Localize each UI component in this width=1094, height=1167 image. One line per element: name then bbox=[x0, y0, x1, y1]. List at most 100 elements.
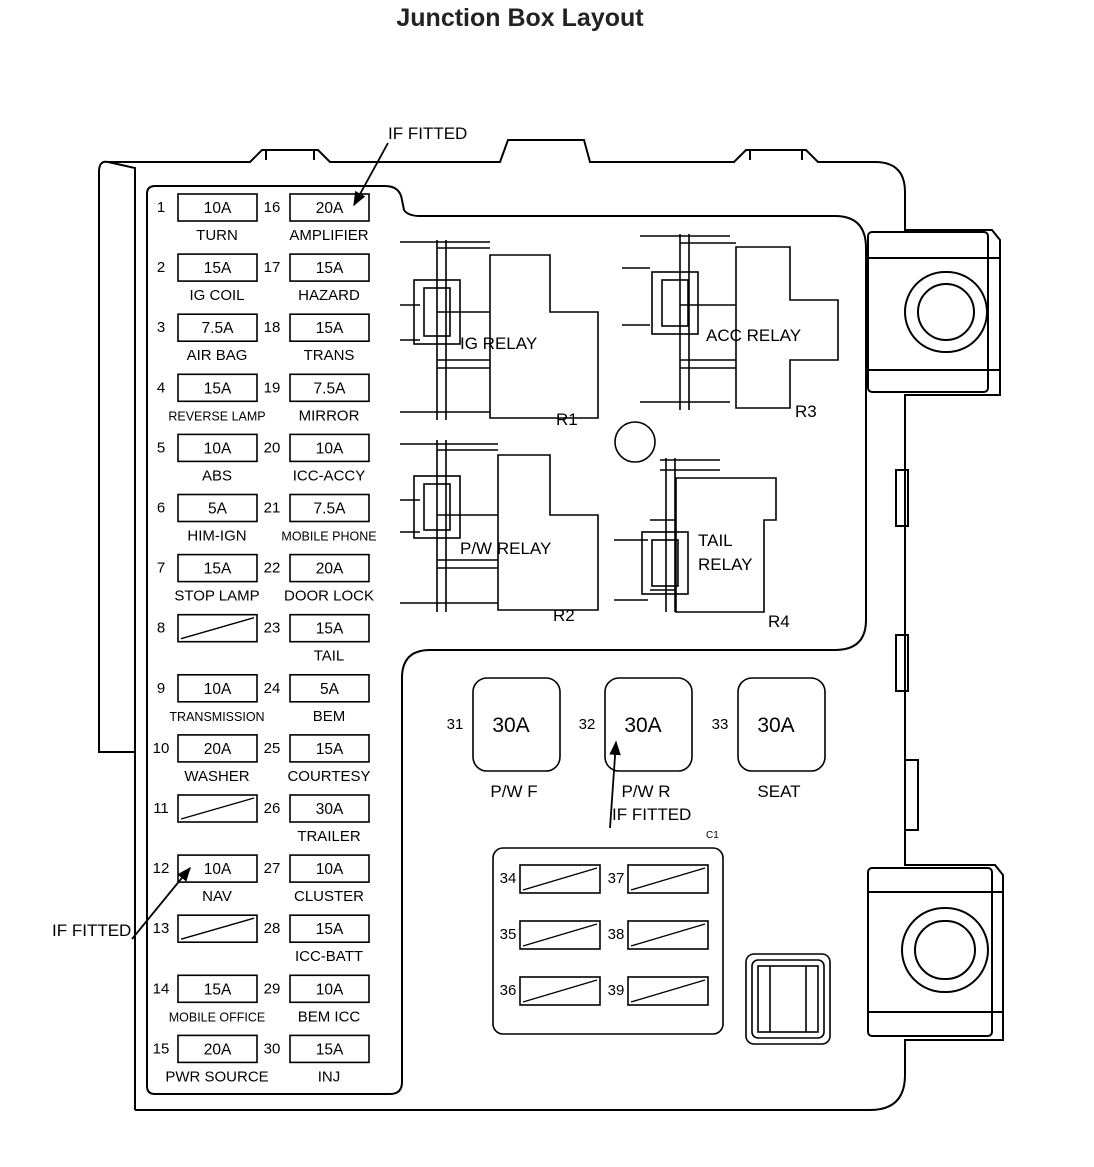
fuse-rating: 10A bbox=[316, 440, 344, 457]
fuse-rating: 5A bbox=[208, 501, 228, 518]
fuse-slot bbox=[289, 373, 370, 403]
maxi-fuse-label: SEAT bbox=[757, 782, 800, 801]
fuse-rating: 15A bbox=[204, 561, 232, 578]
fuse-number: 6 bbox=[157, 500, 165, 517]
maxi-fuse-slot bbox=[604, 677, 693, 772]
fuse-slot bbox=[177, 673, 258, 703]
fuse-slot bbox=[177, 553, 258, 583]
fuse-label: PWR SOURCE bbox=[165, 1068, 268, 1085]
fuse-slot bbox=[177, 193, 258, 222]
spare-slot-39: 39 bbox=[608, 976, 709, 1006]
maxi-fuse-rating: 30A bbox=[757, 714, 794, 737]
fuse-rating: 10A bbox=[204, 200, 232, 217]
fuse-rating: 10A bbox=[204, 861, 232, 878]
fuse-number: 18 bbox=[264, 319, 281, 336]
spare-slot-number: 39 bbox=[608, 982, 625, 999]
fuse-number: 17 bbox=[264, 259, 281, 276]
fuse-number: 2 bbox=[157, 259, 165, 276]
fuse-label: CLUSTER bbox=[294, 888, 364, 905]
fuse-rating: 15A bbox=[316, 320, 344, 337]
fuse-number: 20 bbox=[264, 439, 281, 456]
fuse-rating: 10A bbox=[204, 440, 232, 457]
fuse-label: TRANS bbox=[304, 347, 355, 364]
fuse-slot bbox=[289, 974, 370, 1004]
fuse-label: TRANSMISSION bbox=[169, 710, 264, 724]
spare-slot-37: 37 bbox=[608, 864, 709, 894]
fuse-rating: 15A bbox=[316, 921, 344, 938]
fuse-label: REVERSE LAMP bbox=[168, 409, 265, 423]
fuse-rating: 20A bbox=[204, 741, 232, 758]
spare-fuse-block bbox=[492, 847, 724, 1035]
fuse-slot bbox=[289, 193, 370, 222]
maxi-fuse-number: 33 bbox=[712, 716, 729, 733]
fuse-11: 11 bbox=[153, 794, 258, 823]
fuse-number: 1 bbox=[157, 199, 165, 216]
fuse-label: TAIL bbox=[314, 648, 345, 665]
fuse-label: BEM bbox=[313, 708, 346, 725]
fuse-slot bbox=[177, 613, 258, 643]
fuse-slot bbox=[289, 673, 370, 703]
relay-name: ACC RELAY bbox=[706, 326, 801, 345]
maxi-fuse-slot bbox=[737, 677, 826, 772]
fuse-rating: 15A bbox=[204, 981, 232, 998]
fuse-slot bbox=[177, 373, 258, 403]
fuse-label: BEM ICC bbox=[298, 1008, 361, 1025]
fuse-rating: 10A bbox=[316, 861, 344, 878]
fuse-rating: 10A bbox=[316, 981, 344, 998]
fuse-label: HIM-IGN bbox=[187, 528, 246, 545]
if-fitted-note-top: IF FITTED bbox=[388, 124, 467, 143]
fuse-number: 25 bbox=[264, 740, 281, 757]
fuse-label: ICC-BATT bbox=[295, 948, 363, 965]
relay-name: TAIL bbox=[698, 531, 733, 550]
fuse-number: 26 bbox=[264, 800, 281, 817]
fuse-6: 6 5A HIM-IGN bbox=[157, 493, 258, 545]
fuse-rating: 15A bbox=[204, 260, 232, 277]
fuse-label: TURN bbox=[196, 227, 238, 244]
if-fitted-note-mid: IF FITTED bbox=[612, 805, 691, 824]
maxi-fuse-number: 31 bbox=[447, 716, 464, 733]
fuse-slot bbox=[177, 493, 258, 523]
fuse-slot bbox=[289, 433, 370, 463]
fuse-slot bbox=[289, 854, 370, 883]
fuse-slot bbox=[289, 613, 370, 643]
fuse-slot bbox=[177, 253, 258, 282]
fuse-number: 14 bbox=[153, 980, 170, 997]
if-fitted-note-left: IF FITTED bbox=[52, 921, 131, 940]
relay-id: R2 bbox=[553, 606, 575, 625]
fuse-slot bbox=[289, 493, 370, 523]
relay-r2: P/W RELAY R2 bbox=[460, 539, 575, 625]
fuse-slot bbox=[289, 253, 370, 282]
fuse-label: INJ bbox=[318, 1068, 341, 1085]
fuse-rating: 7.5A bbox=[314, 501, 347, 518]
empty-slot-mark bbox=[180, 797, 255, 820]
fuse-label: NAV bbox=[202, 888, 232, 905]
fuse-number: 10 bbox=[153, 740, 170, 757]
spare-slot-number: 34 bbox=[500, 870, 517, 887]
fuse-rating: 15A bbox=[204, 380, 232, 397]
fuse-number: 27 bbox=[264, 860, 281, 877]
maxi-fuse-number: 32 bbox=[579, 716, 596, 733]
fuse-rating: 30A bbox=[316, 801, 344, 818]
fuse-slot bbox=[289, 1034, 370, 1064]
empty-slot-mark bbox=[180, 617, 255, 640]
fuse-label: COURTESY bbox=[287, 768, 370, 785]
fuse-number: 24 bbox=[264, 680, 281, 697]
maxi-fuse-label: P/W F bbox=[490, 782, 537, 801]
relay-name: P/W RELAY bbox=[460, 539, 551, 558]
fuse-number: 12 bbox=[153, 860, 170, 877]
fuse-label: ICC-ACCY bbox=[293, 467, 366, 484]
fuse-label: MOBILE OFFICE bbox=[169, 1010, 266, 1024]
fuse-slot bbox=[177, 854, 258, 883]
fuse-13: 13 bbox=[153, 914, 258, 944]
spare-slot-number: 36 bbox=[500, 982, 517, 999]
spare-slot-box bbox=[627, 976, 709, 1006]
